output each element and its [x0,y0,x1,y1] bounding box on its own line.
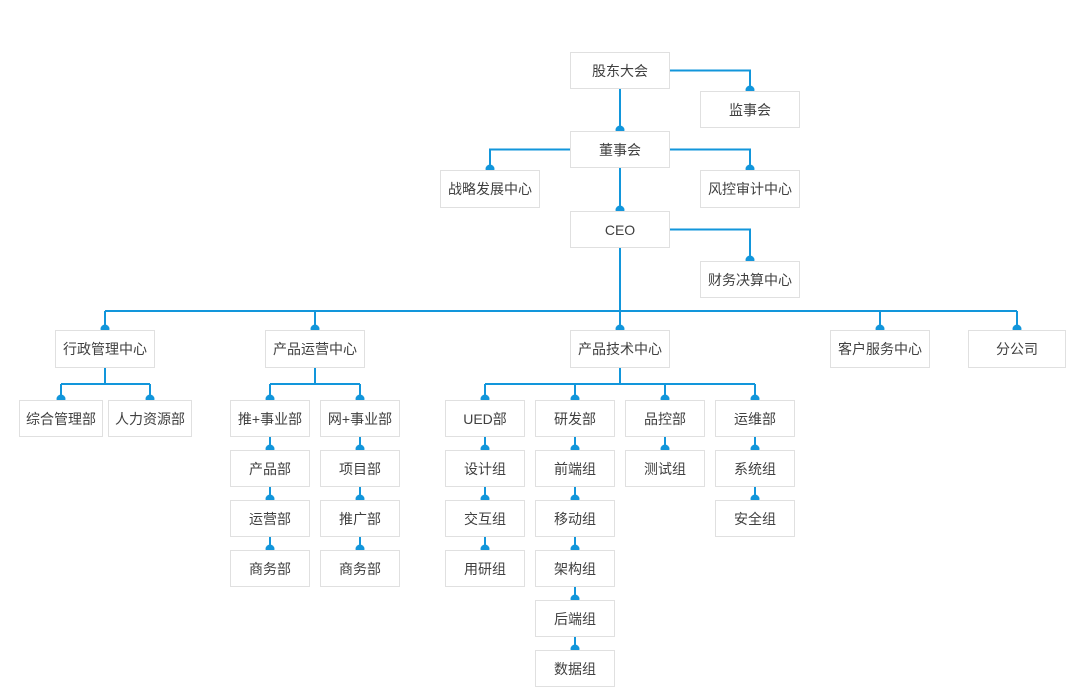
org-node-ops-dept: 运维部 [715,400,795,437]
org-node-customer-service-center: 客户服务中心 [830,330,930,368]
connector-line [670,69,751,91]
org-node-finance-center: 财务决算中心 [700,261,800,298]
org-node-wang-business-dept: 网+事业部 [320,400,400,437]
connector-line [489,148,570,170]
org-node-operation-dept: 运营部 [230,500,310,537]
org-node-mobile-team: 移动组 [535,500,615,537]
org-node-testing-team: 测试组 [625,450,705,487]
org-node-data-team: 数据组 [535,650,615,687]
org-node-backend-team: 后端组 [535,600,615,637]
org-node-user-research-team: 用研组 [445,550,525,587]
org-node-frontend-team: 前端组 [535,450,615,487]
org-node-general-admin-dept: 综合管理部 [19,400,103,437]
connector-line [60,368,151,400]
org-node-product-dept: 产品部 [230,450,310,487]
org-node-business-dept-1: 商务部 [230,550,310,587]
org-node-product-ops-center: 产品运营中心 [265,330,365,368]
connector-line [670,148,751,170]
org-node-design-team: 设计组 [445,450,525,487]
connector-line [670,228,751,261]
org-node-admin-center: 行政管理中心 [55,330,155,368]
connector-line [484,368,756,400]
connector-line [104,248,1018,330]
org-node-business-dept-2: 商务部 [320,550,400,587]
org-node-ceo: CEO [570,211,670,248]
org-node-ued-dept: UED部 [445,400,525,437]
org-node-tui-business-dept: 推+事业部 [230,400,310,437]
org-node-security-team: 安全组 [715,500,795,537]
org-node-rd-dept: 研发部 [535,400,615,437]
org-node-board-of-directors: 董事会 [570,131,670,168]
org-node-branch-company: 分公司 [968,330,1066,368]
org-node-supervisory-board: 监事会 [700,91,800,128]
org-node-product-tech-center: 产品技术中心 [570,330,670,368]
org-node-system-team: 系统组 [715,450,795,487]
org-node-risk-audit-center: 风控审计中心 [700,170,800,208]
org-node-qc-dept: 品控部 [625,400,705,437]
org-node-promotion-dept: 推广部 [320,500,400,537]
connector-line [269,368,361,400]
org-node-interaction-team: 交互组 [445,500,525,537]
org-node-strategy-center: 战略发展中心 [440,170,540,208]
org-node-shareholders-meeting: 股东大会 [570,52,670,89]
org-node-project-dept: 项目部 [320,450,400,487]
org-node-hr-dept: 人力资源部 [108,400,192,437]
org-node-architecture-team: 架构组 [535,550,615,587]
